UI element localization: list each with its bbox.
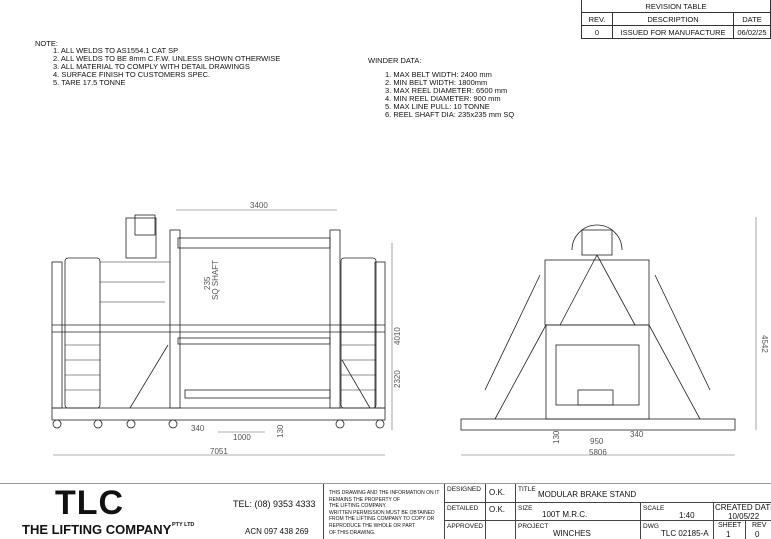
designed-label-cell: DESIGNED (444, 484, 485, 502)
legal-line: OF THIS DRAWING. (329, 529, 376, 536)
notes-heading: NOTE: (35, 39, 58, 48)
winder-data-heading: WINDER DATA: (368, 56, 422, 65)
legal-line: REPRODUCE THE WHOLE OR PART (329, 522, 416, 529)
rev-value: 0 (755, 530, 760, 539)
detailed-cell: O.K. (485, 502, 515, 520)
approved-label-cell: APPROVED (444, 520, 485, 539)
dim-shaft-label: SQ SHAFT (211, 260, 220, 300)
title-label: TITLE (518, 486, 536, 493)
winder-item: 2. MIN BELT WIDTH: 1800mm (385, 78, 488, 87)
notes-list: 1. ALL WELDS TO AS1554.1 CAT SP 2. ALL W… (53, 47, 280, 87)
drawing-title: MODULAR BRAKE STAND (538, 490, 637, 499)
designed-value: O.K. (489, 488, 506, 497)
dim-height-mid: 2320 (393, 370, 402, 388)
dim-shaft-span: 3400 (250, 201, 268, 210)
dim-height-shaft: 4010 (393, 327, 402, 345)
created-value: 10/05/22 (728, 512, 760, 521)
size-value: 100T M.R.C. (542, 510, 588, 519)
dim-overall-length: 7051 (210, 447, 228, 456)
date-cell: 06/02/25 (733, 25, 771, 39)
winder-item: 1. MAX BELT WIDTH: 2400 mm (385, 70, 492, 79)
legal-line: FROM THE LIFTING COMPANY TO COPY OR (329, 516, 435, 523)
legal-line: REMAINS THE PROPERTY OF (329, 496, 401, 503)
dim-130: 130 (276, 424, 285, 438)
project-label: PROJECT (518, 523, 549, 530)
note-item: 2. ALL WELDS TO BE 8mm C.F.W. UNLESS SHO… (53, 54, 281, 63)
designed-cell: O.K. (485, 484, 515, 502)
size-cell: SIZE 100T M.R.C. (515, 502, 640, 520)
description-cell: ISSUED FOR MANUFACTURE (612, 25, 734, 39)
rev-label: REV (752, 522, 767, 529)
scale-label: SCALE (643, 505, 665, 512)
dimension-lines (53, 209, 757, 456)
note-item: 5. TARE 17.5 TONNE (53, 78, 126, 87)
created-label: CREATED DATE (715, 503, 771, 512)
scale-value: 1:40 (679, 511, 695, 520)
dim-end-height: 4542 (760, 335, 769, 353)
note-item: 4. SURFACE FINISH TO CUSTOMERS SPEC. (53, 70, 211, 79)
note-item: 1. ALL WELDS TO AS1554.1 CAT SP (53, 46, 179, 55)
project-value: WINCHES (553, 529, 591, 538)
company-tel: TEL: (08) 9353 4333 (233, 499, 316, 509)
dim-end-340: 340 (630, 430, 644, 439)
legal-notice: THIS DRAWING AND THE INFORMATION ON IT R… (323, 484, 444, 539)
company-acn: ACN 097 438 269 (245, 527, 309, 536)
legal-line: THE LIFTING COMPANY. (329, 503, 387, 510)
scale-cell: SCALE 1:40 (640, 502, 713, 520)
winder-item: 4. MIN REEL DIAMETER: 900 mm (385, 94, 501, 103)
size-label: SIZE (518, 505, 533, 512)
project-cell: PROJECT WINCHES (515, 520, 640, 539)
side-view (51, 214, 386, 429)
dim-950: 950 (590, 437, 604, 446)
company-logo: TLC (55, 484, 125, 522)
sheet-value: 1 (726, 530, 731, 539)
detailed-label-cell: DETAILED (444, 502, 485, 520)
dim-1000: 1000 (233, 433, 251, 442)
title-block: TLC THE LIFTING COMPANY PTY LTD TEL: (08… (0, 483, 771, 539)
note-item: 3. ALL MATERIAL TO COMPLY WITH DETAIL DR… (53, 62, 250, 71)
dim-overall-width: 5806 (589, 448, 607, 457)
winder-item: 5. MAX LINE PULL: 10 TONNE (385, 102, 490, 111)
dwg-label: DWG (643, 523, 659, 530)
end-view (460, 224, 736, 431)
dim-shaft-size: 235 (203, 276, 212, 290)
winder-item: 6. REEL SHAFT DIA: 235x235 mm SQ (385, 110, 515, 119)
winder-data-list: 1. MAX BELT WIDTH: 2400 mm 2. MIN BELT W… (385, 71, 514, 119)
approved-cell (485, 520, 515, 539)
detailed-value: O.K. (489, 505, 506, 514)
dim-end-130: 130 (552, 430, 561, 444)
company-pty: PTY LTD (172, 522, 195, 528)
dwg-number: TLC 02185-A (661, 529, 709, 538)
company-name: THE LIFTING COMPANY (22, 522, 172, 537)
winder-item: 3. MAX REEL DIAMETER: 6500 mm (385, 86, 508, 95)
sheet-label: SHEET (718, 522, 742, 529)
dim-340: 340 (191, 424, 205, 433)
legal-line: THIS DRAWING AND THE INFORMATION ON IT (329, 490, 440, 496)
approved-label: APPROVED (447, 523, 484, 530)
designed-label: DESIGNED (447, 486, 481, 493)
drawing-canvas: 3400 235 SQ SHAFT 4010 2320 340 1000 130… (51, 201, 769, 457)
legal-line: WRITTEN PERMISSION MUST BE OBTAINED (329, 509, 435, 516)
detailed-label: DETAILED (447, 505, 479, 512)
